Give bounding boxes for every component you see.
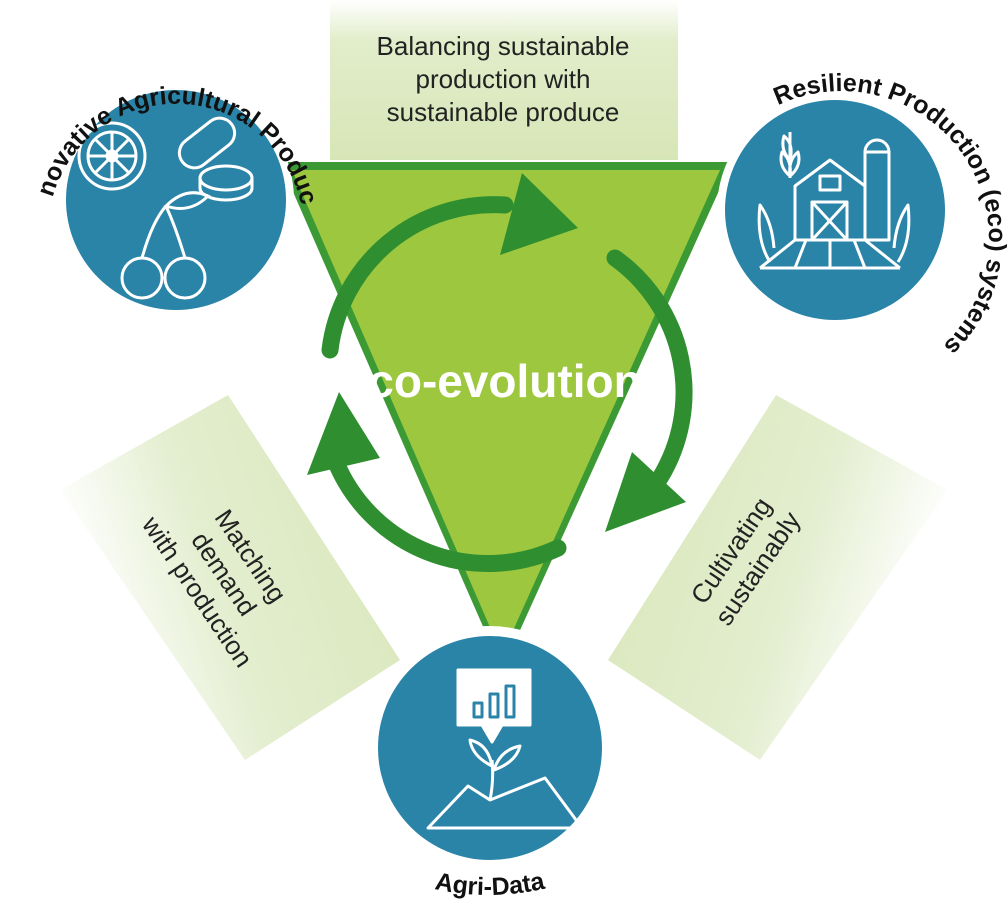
top-band-text: Balancing sustainable production with su… (377, 31, 630, 127)
right-band (608, 395, 948, 760)
node-resilient-production-systems: Resilient Production (eco) systems (717, 69, 1008, 361)
node-innovative-agricultural-produce: Innovative Agricultural Produce (0, 0, 323, 318)
cycle-arrowhead-right (605, 452, 686, 532)
cherry-icon (120, 191, 211, 300)
cycle-arrow-bottom (326, 451, 567, 573)
node-agri-data: Agri-Data (368, 626, 612, 901)
cycle-arrows (321, 196, 693, 573)
node-label-bottom: Agri-Data (433, 867, 548, 901)
node-circle (378, 636, 602, 860)
data-plant-icon (426, 668, 584, 830)
top-band-line-2: production with (416, 64, 591, 94)
central-triangle-fill (292, 170, 720, 655)
node-circle (725, 100, 945, 320)
cycle-arrowhead-top (500, 173, 578, 255)
top-band (330, 0, 678, 160)
top-band-line-3: sustainable produce (387, 97, 620, 127)
left-band (60, 395, 400, 760)
farm-barn-icon (757, 132, 911, 270)
cycle-arrow-right (606, 249, 693, 487)
pill-icon (177, 116, 254, 202)
cycle-arrowhead-left (307, 392, 380, 475)
center-label: co-evolution (368, 355, 641, 407)
wheel-icon (77, 121, 147, 191)
top-band-line-1: Balancing sustainable (377, 31, 630, 61)
cycle-arrow-top (321, 196, 514, 359)
